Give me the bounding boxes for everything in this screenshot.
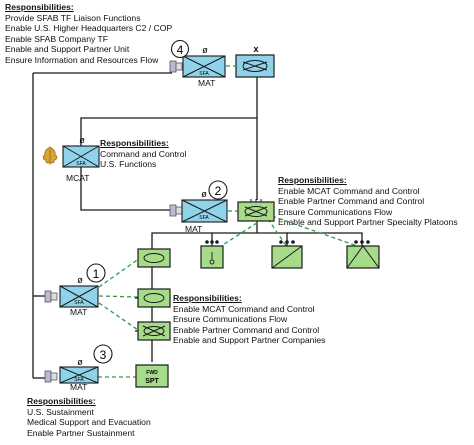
sfa-unit-3: ø SFA bbox=[59, 357, 99, 384]
plug-icon bbox=[169, 60, 183, 73]
dash-1-a bbox=[98, 257, 141, 288]
phi-symbol: ø bbox=[77, 275, 83, 285]
sfa-unit-1: ø SFA bbox=[59, 275, 99, 308]
dash-2-b bbox=[267, 218, 288, 248]
sfa-text: SFA bbox=[76, 161, 86, 167]
plug-icon bbox=[44, 290, 58, 303]
node1-responsibilities-heading: Responsibilities: bbox=[173, 293, 242, 303]
sfa-text: SFA bbox=[199, 215, 209, 221]
svg-text:2: 2 bbox=[215, 184, 222, 198]
node1-resp-line: Enable MCAT Command and Control bbox=[173, 303, 315, 314]
node2-responsibilities-heading: Responsibilities: bbox=[278, 175, 347, 185]
partner-hq-box bbox=[237, 199, 275, 222]
node1-resp-line: Ensure Communications Flow bbox=[173, 314, 288, 325]
phi-symbol: ø bbox=[201, 189, 207, 199]
sfa-unit-4: ø SFA bbox=[182, 45, 226, 78]
partner-specialty-c bbox=[346, 240, 380, 269]
top-resp-line: Enable and Support Partner Unit bbox=[5, 44, 130, 55]
mat-label-2: MAT bbox=[185, 224, 203, 234]
fwd-text: FWD bbox=[146, 370, 158, 376]
node1-resp-line: Enable and Support Partner Companies bbox=[173, 335, 326, 346]
node3-resp-line: U.S. Sustainment bbox=[27, 406, 94, 417]
badge-number-1: 1 bbox=[86, 263, 106, 283]
dash-1-b bbox=[98, 295, 139, 298]
top-responsibilities-heading: Responsibilities: bbox=[5, 2, 74, 12]
mcat-responsibilities: Responsibilities: Command and Control U.… bbox=[100, 138, 186, 170]
badge-number-3: 3 bbox=[93, 344, 113, 364]
node1-resp-line: Enable Partner Command and Control bbox=[173, 324, 320, 335]
node3-responsibilities-heading: Responsibilities: bbox=[27, 396, 96, 406]
sfa-text: SFA bbox=[74, 300, 84, 306]
plug-icon bbox=[44, 370, 58, 383]
mcat-label: MCAT bbox=[66, 173, 90, 183]
top-responsibilities: Responsibilities: Provide SFAB TF Liaiso… bbox=[5, 2, 172, 66]
partner-company-c bbox=[137, 321, 171, 341]
connector-lines bbox=[32, 70, 363, 379]
svg-text:1: 1 bbox=[93, 267, 100, 281]
bus-left bbox=[151, 220, 258, 250]
node3-responsibilities: Responsibilities: U.S. Sustainment Medic… bbox=[27, 396, 151, 438]
node2-resp-line: Enable and Support Partner Specialty Pla… bbox=[278, 217, 458, 228]
top-resp-line: Provide SFAB TF Liaison Functions bbox=[5, 12, 141, 23]
partner-company-a bbox=[137, 248, 171, 268]
mat-label-1: MAT bbox=[70, 307, 88, 317]
mcat-resp-line: U.S. Functions bbox=[100, 159, 157, 170]
node3-resp-line: Enable Partner Sustainment bbox=[27, 427, 135, 438]
node2-resp-line: Ensure Communications Flow bbox=[278, 206, 393, 217]
sfa-text: SFA bbox=[74, 377, 84, 383]
dash-2-c bbox=[271, 215, 361, 248]
mcat-responsibilities-heading: Responsibilities: bbox=[100, 138, 169, 148]
node3-resp-line: Medical Support and Evacuation bbox=[27, 417, 151, 428]
echelon-x: x bbox=[253, 44, 258, 54]
svg-text:4: 4 bbox=[177, 43, 184, 57]
phi-symbol: ø bbox=[79, 135, 85, 145]
spt-text: SPT bbox=[145, 378, 159, 385]
mat-label-3: MAT bbox=[70, 382, 88, 392]
node1-responsibilities: Responsibilities: Enable MCAT Command an… bbox=[173, 293, 325, 346]
node2-resp-line: Enable MCAT Command and Control bbox=[278, 185, 420, 196]
phi-symbol: ø bbox=[77, 357, 83, 367]
bus-drop-c bbox=[287, 232, 363, 246]
sfa-unit-2: ø SFA bbox=[181, 189, 228, 223]
badge-number-4: 4 bbox=[170, 39, 190, 59]
oak-leaf-icon bbox=[42, 146, 58, 165]
fwd-spt-box: FWD SPT bbox=[135, 364, 169, 388]
mcat-to-node2-line bbox=[80, 166, 170, 211]
top-resp-line: Enable U.S. Higher Headquarters C2 / COP bbox=[5, 23, 173, 34]
sfa-text: SFA bbox=[199, 71, 209, 77]
dash-1-c bbox=[98, 302, 139, 331]
plug-icon bbox=[169, 204, 183, 217]
bus-drop-b bbox=[257, 232, 288, 246]
top-resp-line: Enable SFAB Company TF bbox=[5, 33, 109, 44]
node2-resp-line: Enable Partner Command and Control bbox=[278, 196, 425, 207]
x-to-mcat-line bbox=[80, 70, 258, 146]
mat-label-4: MAT bbox=[198, 78, 216, 88]
mcat-resp-line: Command and Control bbox=[100, 148, 187, 159]
partner-company-b bbox=[137, 288, 171, 308]
sfa-unit-mcat: ø SFA bbox=[62, 135, 100, 168]
partner-specialty-a bbox=[200, 240, 224, 269]
badge-number-2: 2 bbox=[208, 180, 228, 200]
partner-specialty-b bbox=[271, 240, 303, 269]
higher-hq-unit: x bbox=[235, 44, 275, 78]
phi-symbol: ø bbox=[202, 45, 208, 55]
node2-responsibilities: Responsibilities: Enable MCAT Command an… bbox=[278, 175, 458, 228]
top-resp-line: Ensure Information and Resources Flow bbox=[5, 54, 159, 65]
svg-text:3: 3 bbox=[100, 348, 107, 362]
